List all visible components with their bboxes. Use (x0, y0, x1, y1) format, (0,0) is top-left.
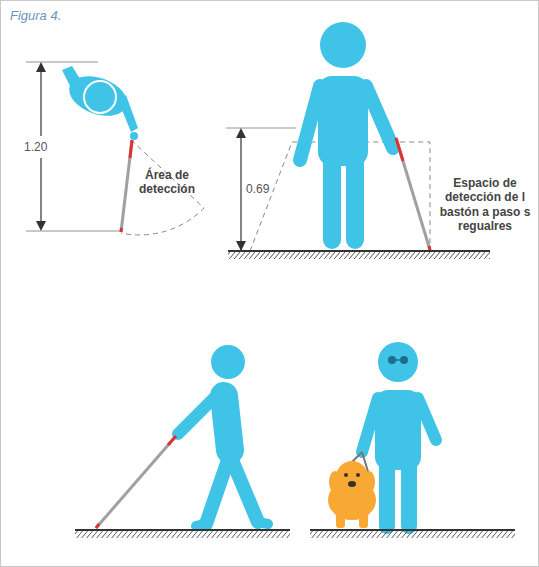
figure-title: Figura 4. (10, 8, 61, 24)
walking-figure (75, 345, 290, 538)
dimension-label: 0.69 (246, 182, 282, 196)
top-view-figure (26, 62, 204, 235)
detection-space-label: Espacio de detección de l bastón a paso … (438, 176, 532, 234)
standing-figure (226, 22, 490, 259)
area-label: Área de detección (132, 168, 202, 197)
guide-dog-figure (310, 342, 515, 538)
dimension-label: 1.20 (24, 140, 60, 154)
